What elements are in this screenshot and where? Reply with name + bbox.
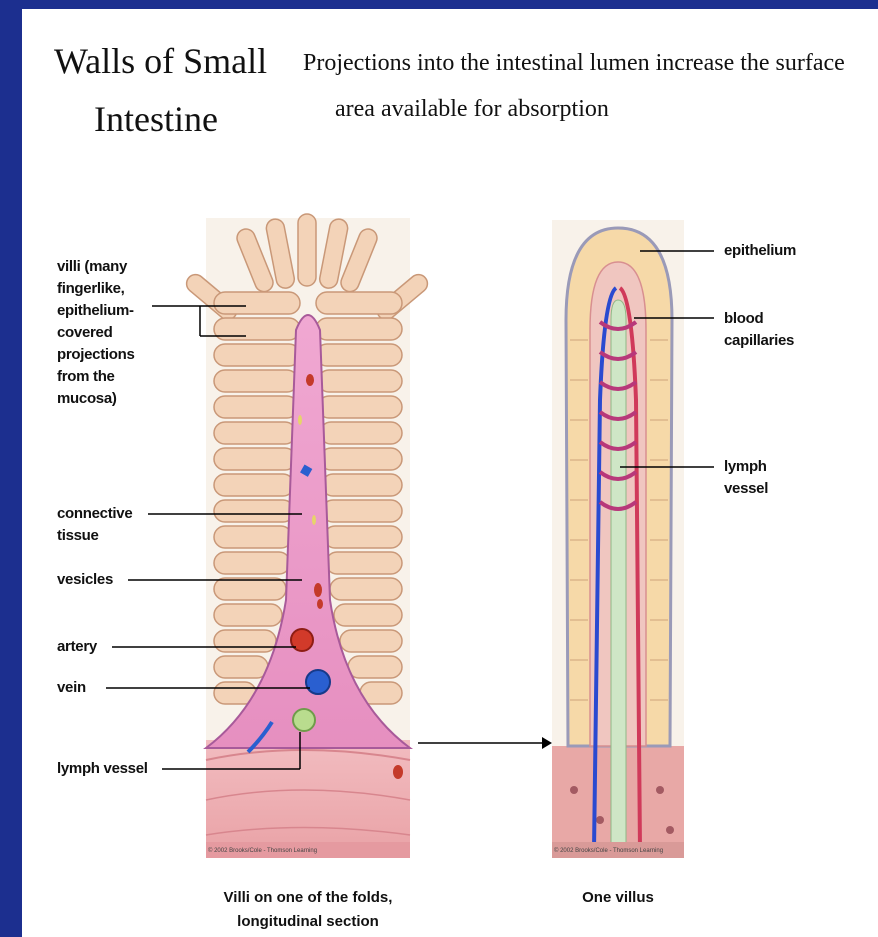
- credit-right: © 2002 Brooks/Cole - Thomson Learning: [554, 847, 663, 854]
- caption-left-line: Villi on one of the folds,: [180, 886, 436, 910]
- label-villi-line: from the: [57, 366, 135, 388]
- mucosa-base: [206, 740, 410, 858]
- arrow-head: [542, 737, 552, 749]
- villi-section-illustration: [183, 214, 431, 858]
- label-villi: villi (many fingerlike, epithelium- cove…: [57, 256, 135, 410]
- label-lymph-line: lymph: [724, 456, 768, 478]
- label-connective-tissue: connective tissue: [57, 503, 132, 547]
- label-villi-line: projections: [57, 344, 135, 366]
- label-artery: artery: [57, 636, 97, 658]
- caption-left: Villi on one of the folds, longitudinal …: [180, 886, 436, 934]
- label-villi-line: villi (many: [57, 256, 135, 278]
- single-villus-illustration: [552, 220, 684, 858]
- label-blood-line: blood: [724, 308, 794, 330]
- label-lymph: lymph vessel: [724, 456, 768, 500]
- label-blood-capillaries: blood capillaries: [724, 308, 794, 352]
- credit-left: © 2002 Brooks/Cole - Thomson Learning: [208, 847, 317, 854]
- label-villi-line: epithelium-: [57, 300, 135, 322]
- label-epithelium: epithelium: [724, 240, 796, 262]
- caption-right: One villus: [552, 886, 684, 910]
- label-lymph-vessel: lymph vessel: [57, 758, 148, 780]
- label-vesicles: vesicles: [57, 569, 113, 591]
- label-blood-line: capillaries: [724, 330, 794, 352]
- label-lymph-line: vessel: [724, 478, 768, 500]
- label-connective-line: connective: [57, 503, 132, 525]
- vein-vessel: [306, 670, 330, 694]
- label-vein: vein: [57, 677, 86, 699]
- lacteal-vessel: [611, 300, 626, 850]
- label-connective-line: tissue: [57, 525, 132, 547]
- caption-left-line: longitudinal section: [180, 910, 436, 934]
- label-villi-line: fingerlike,: [57, 278, 135, 300]
- label-villi-line: mucosa): [57, 388, 135, 410]
- label-villi-line: covered: [57, 322, 135, 344]
- lymph-vessel-circle: [293, 709, 315, 731]
